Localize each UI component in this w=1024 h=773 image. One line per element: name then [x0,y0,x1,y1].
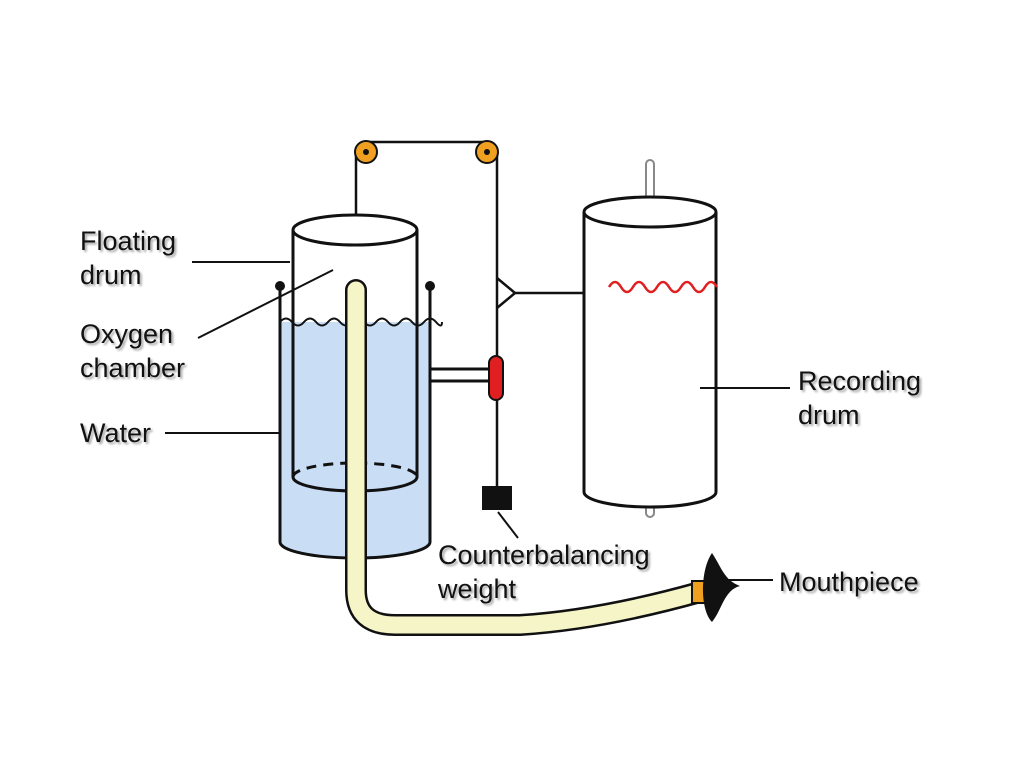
tank-left-rim-knob [275,281,285,291]
label-counterbalancing-weight: Counterbalancing weight [438,540,650,604]
leader-weight [497,511,519,539]
pulley-system [354,140,499,488]
label-recording-drum: Recording drum [798,366,922,430]
leader-oxygen-chamber [197,269,334,339]
recording-drum-body [582,212,718,509]
mouthpiece-flange [703,553,740,622]
label-water: Water [80,418,152,448]
recording-drum-top [582,195,718,229]
red-marker [488,355,504,401]
leader-lines [165,261,790,581]
breathing-tube [345,279,711,636]
label-floating-drum: Floating drum [80,226,177,290]
recording-drum [582,159,719,518]
floating-drum-bottom-back [291,461,419,478]
recording-trace [607,280,719,294]
left-pulley-axle [363,149,369,155]
right-pulley-axle [484,149,490,155]
counterbalancing-weight-block [482,486,512,510]
label-oxygen-chamber: Oxygen chamber [80,319,186,383]
mouthpiece [691,553,740,622]
breathing-tube-inner [347,281,709,634]
guide-arm [430,367,495,383]
tank-right-rim-knob [425,281,435,291]
floating-drum-top [291,213,419,247]
label-mouthpiece: Mouthpiece [779,567,919,597]
